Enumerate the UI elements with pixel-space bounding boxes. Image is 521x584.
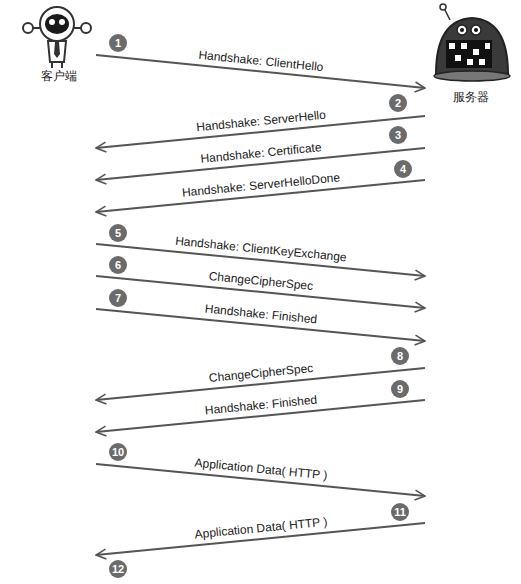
- callout-number: 1: [109, 34, 127, 52]
- callout-number: 6: [109, 256, 127, 274]
- endpoint-lane: 服务器: [425, 0, 517, 584]
- callout-number: 7: [109, 289, 127, 307]
- message-label: Handshake: ClientKeyExchange: [174, 234, 347, 265]
- message-label: Application Data( HTTP ): [194, 515, 328, 542]
- message-label: Handshake: Finished: [204, 302, 318, 327]
- server-robot: [434, 4, 510, 81]
- callout-number: 10: [109, 443, 127, 461]
- client-robot: [23, 7, 91, 68]
- message-label: Handshake: ServerHelloDone: [181, 170, 340, 199]
- callout-number: 12: [109, 560, 127, 578]
- message-label: ChangeCipherSpec: [208, 269, 314, 293]
- callout-number: 3: [389, 126, 407, 144]
- endpoint-lane: 客户端: [22, 0, 96, 584]
- message-label: Application Data( HTTP ): [194, 456, 328, 483]
- message-label: Handshake: ClientHello: [197, 47, 323, 73]
- message-label: Handshake: ServerHello: [195, 108, 326, 135]
- endpoint-name: 服务器: [425, 89, 517, 106]
- message-label: Handshake: Finished: [204, 393, 318, 418]
- endpoint-name: 客户端: [22, 68, 96, 85]
- callout-number: 2: [389, 94, 407, 112]
- callout-number: 9: [391, 380, 409, 398]
- callout-number: 11: [391, 503, 409, 521]
- callout-number: 5: [109, 224, 127, 242]
- message-label: ChangeCipherSpec: [208, 361, 314, 385]
- callout-number: 4: [394, 160, 412, 178]
- message-label: Handshake: Certificate: [199, 140, 321, 166]
- callout-number: 8: [391, 347, 409, 365]
